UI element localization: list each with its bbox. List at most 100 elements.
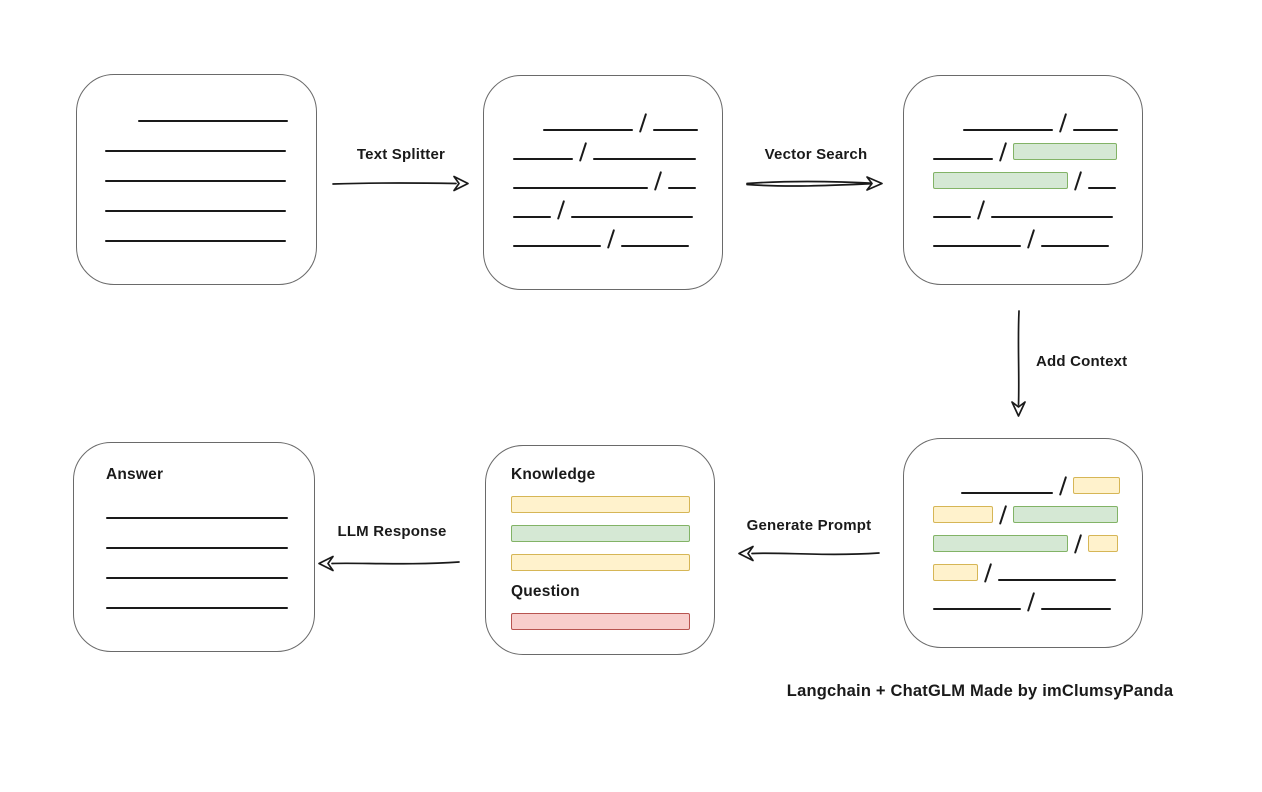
- chunk-row: [513, 140, 722, 162]
- text-line: [105, 180, 286, 182]
- prompt-content: Knowledge Question: [486, 446, 714, 630]
- add-context-arrow: [1011, 310, 1026, 417]
- chunk-row: [933, 169, 1142, 191]
- text-line: [106, 547, 288, 549]
- chunk-line: [571, 216, 694, 218]
- chunk-line: [1041, 608, 1112, 610]
- split-chunks-box: [483, 75, 723, 290]
- chunk-separator: [976, 200, 986, 220]
- text-line: [105, 150, 286, 152]
- vector-search-label: Vector Search: [764, 146, 868, 163]
- chunk-line: [653, 129, 699, 131]
- llm-response-arrow: [318, 555, 460, 572]
- chunk-line: [668, 187, 697, 189]
- chunk-row: [933, 111, 1142, 133]
- add-context-label: Add Context: [1036, 353, 1128, 370]
- chunk-separator: [998, 142, 1008, 162]
- chunk-separator: [578, 142, 588, 162]
- chunk-line: [543, 129, 633, 131]
- matched-chunk-green: [933, 172, 1068, 189]
- chunk-rows: [904, 76, 1142, 249]
- chunk-separator: [983, 563, 993, 583]
- question-label: Question: [511, 583, 580, 600]
- matched-chunk-green: [933, 535, 1068, 552]
- generate-prompt-arrow: [738, 545, 880, 562]
- chunk-line: [593, 158, 697, 160]
- chunk-line: [991, 216, 1114, 218]
- chunk-line: [933, 158, 993, 160]
- credit-text: Langchain + ChatGLM Made by imClumsyPand…: [786, 682, 1174, 700]
- chunk-row: [933, 590, 1142, 612]
- chunk-line: [963, 129, 1053, 131]
- generate-prompt-label: Generate Prompt: [746, 517, 872, 534]
- chunk-line: [513, 187, 648, 189]
- chunk-row: [933, 140, 1142, 162]
- chunk-rows: [484, 76, 722, 249]
- chunk-separator: [1073, 534, 1083, 554]
- chunk-row: [513, 111, 722, 133]
- matched-chunk-green: [1013, 143, 1118, 160]
- question-chunk-yellow: [1088, 535, 1119, 552]
- chunk-line: [513, 216, 551, 218]
- chunk-line: [513, 245, 601, 247]
- chunk-separator: [638, 113, 648, 133]
- chunk-separator: [1026, 229, 1036, 249]
- question-bar-red: [511, 613, 690, 630]
- question-chunk-yellow: [933, 564, 978, 581]
- chunk-separator: [1073, 171, 1083, 191]
- question-chunk-yellow: [933, 506, 993, 523]
- chunk-separator: [653, 171, 663, 191]
- chunk-separator: [606, 229, 616, 249]
- chunk-line: [933, 608, 1021, 610]
- text-line: [106, 577, 288, 579]
- answer-label: Answer: [106, 466, 164, 483]
- matched-chunk-green: [1013, 506, 1119, 523]
- text-line: [106, 517, 288, 519]
- prompt-box: Knowledge Question: [485, 445, 715, 655]
- chunk-line: [933, 245, 1021, 247]
- chunk-line: [513, 158, 573, 160]
- text-line: [105, 240, 286, 242]
- chunk-line: [1073, 129, 1119, 131]
- answer-box: Answer: [73, 442, 315, 652]
- chunk-row: [933, 561, 1142, 583]
- chunk-row: [513, 198, 722, 220]
- answer-content: Answer: [74, 443, 314, 609]
- chunk-row: [933, 532, 1142, 554]
- answer-text-lines: [106, 517, 314, 609]
- chunk-row: [933, 198, 1142, 220]
- chunk-line: [1041, 245, 1110, 247]
- question-chunk-yellow: [1073, 477, 1121, 494]
- chunk-line: [961, 492, 1053, 494]
- chunk-row: [513, 169, 722, 191]
- text-line: [138, 120, 288, 122]
- chunk-line: [621, 245, 690, 247]
- context-box: [903, 438, 1143, 648]
- chunk-separator: [998, 505, 1008, 525]
- chunk-line: [1088, 187, 1117, 189]
- vector-search-box: [903, 75, 1143, 285]
- chunk-line: [998, 579, 1117, 581]
- chunk-rows: [904, 439, 1142, 612]
- chunk-separator: [1058, 113, 1068, 133]
- knowledge-bar-yellow: [511, 496, 690, 513]
- text-line: [105, 210, 286, 212]
- document-box: [76, 74, 317, 285]
- knowledge-bar-yellow: [511, 554, 690, 571]
- chunk-line: [933, 216, 971, 218]
- document-text-lines: [77, 75, 316, 242]
- chunk-separator: [556, 200, 566, 220]
- chunk-separator: [1058, 476, 1068, 496]
- chunk-row: [933, 474, 1142, 496]
- knowledge-label: Knowledge: [511, 466, 596, 483]
- text-splitter-arrow: [332, 175, 469, 192]
- chunk-separator: [1026, 592, 1036, 612]
- llm-response-label: LLM Response: [337, 523, 447, 540]
- knowledge-bar-green: [511, 525, 690, 542]
- chunk-row: [933, 503, 1142, 525]
- chunk-row: [513, 227, 722, 249]
- text-splitter-label: Text Splitter: [356, 146, 446, 163]
- chunk-row: [933, 227, 1142, 249]
- text-line: [106, 607, 288, 609]
